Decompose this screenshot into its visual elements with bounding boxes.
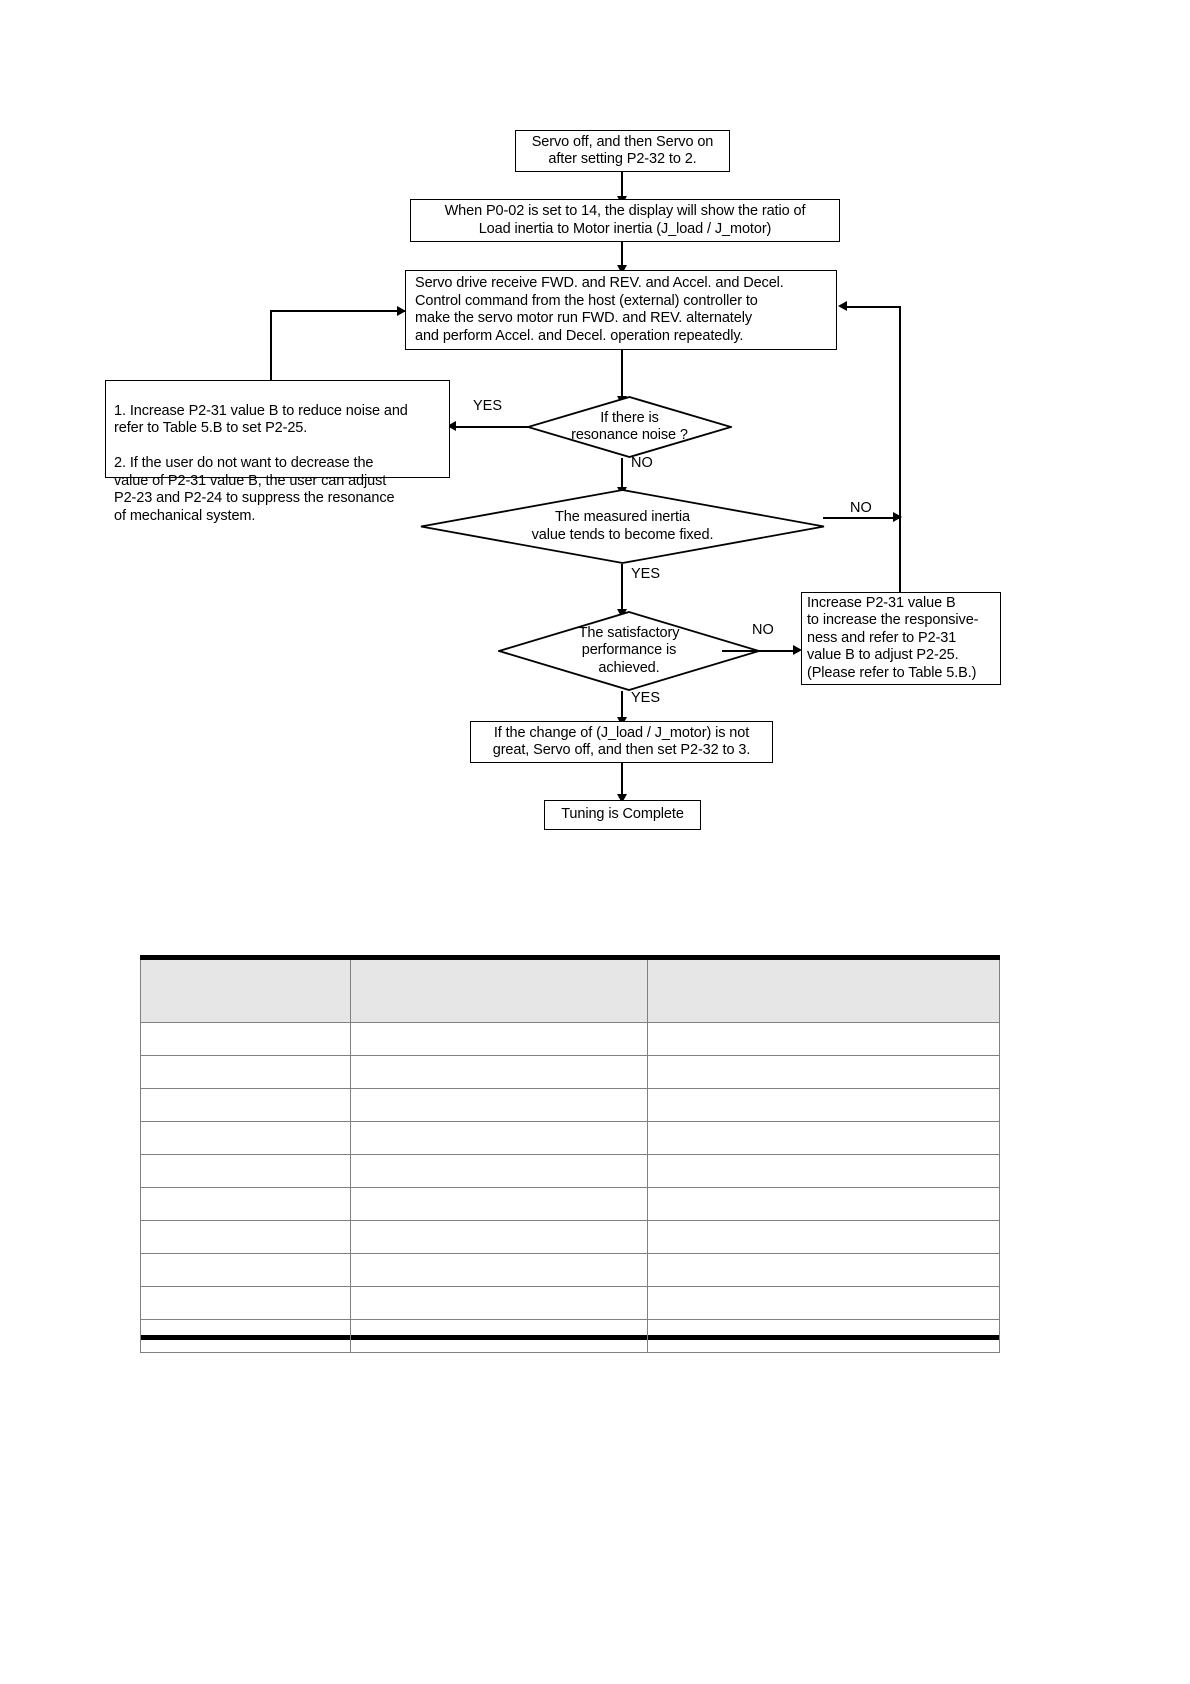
table-cell-r7-c0 xyxy=(139,1253,352,1287)
edge-label-resonance-no: NO xyxy=(631,455,653,471)
table-row xyxy=(139,1187,1001,1221)
flow-node-set-p232-3: If the change of (J_load / J_motor) is n… xyxy=(470,721,773,763)
connector-inertia-no-up xyxy=(899,307,901,518)
table-cell-r5-c2 xyxy=(646,1187,1001,1221)
table-row xyxy=(139,1286,1001,1320)
connector-inertia-no-into-drive xyxy=(845,306,901,308)
table-cell-r1-c2 xyxy=(646,1055,1001,1089)
table-cell-r7-c1 xyxy=(350,1253,648,1287)
table-cell-r1-c1 xyxy=(350,1055,648,1089)
flow-node-drive-receive: Servo drive receive FWD. and REV. and Ac… xyxy=(405,270,837,350)
flow-decision-resonance-label: If there is resonance noise ? xyxy=(571,409,688,444)
table-cell-r2-c2 xyxy=(646,1088,1001,1122)
table-cell-r9-c0 xyxy=(139,1319,352,1353)
table-row xyxy=(139,1088,1001,1122)
flow-note-item-2: 2. If the user do not want to decrease t… xyxy=(114,455,395,524)
arrowhead-set-to-complete xyxy=(617,794,627,803)
table-cell-r2-c0 xyxy=(139,1088,352,1122)
flow-decision-inertia-label: The measured inertia value tends to beco… xyxy=(531,509,714,543)
table-cell-r3-c2 xyxy=(646,1121,1001,1155)
table-cell-r4-c2 xyxy=(646,1154,1001,1188)
flow-decision-performance: The satisfactory performance is achieved… xyxy=(498,611,760,691)
connector-resonance-yes xyxy=(455,426,529,428)
flow-decision-performance-label: The satisfactory performance is achieved… xyxy=(578,624,680,676)
table-cell-r8-c2 xyxy=(646,1286,1001,1320)
spec-table-grid xyxy=(139,960,1001,1353)
arrowhead-resonance-yes xyxy=(447,421,456,431)
arrowhead-performance-no xyxy=(793,645,802,655)
table-cell-r1-c0 xyxy=(139,1055,352,1089)
table-cell-r0-c2 xyxy=(646,1022,1001,1056)
table-cell-r0-c0 xyxy=(139,1022,352,1056)
diamond-shape-performance xyxy=(498,611,760,691)
flow-decision-inertia: The measured inertia value tends to beco… xyxy=(420,489,825,564)
table-row xyxy=(139,1154,1001,1188)
flow-note-resonance-actions: 1. Increase P2-31 value B to reduce nois… xyxy=(105,380,450,524)
table-cell-r3-c0 xyxy=(139,1121,352,1155)
table-header-cell-2 xyxy=(646,960,1001,1023)
table-cell-r3-c1 xyxy=(350,1121,648,1155)
table-row xyxy=(139,1121,1001,1155)
table-row xyxy=(139,1022,1001,1056)
table-cell-r7-c2 xyxy=(646,1253,1001,1287)
connector-set-to-complete xyxy=(621,763,623,796)
arrowhead-inertia-no-into-drive xyxy=(838,301,847,311)
table-cell-r9-c2 xyxy=(646,1319,1001,1353)
table-cell-r4-c0 xyxy=(139,1154,352,1188)
arrowhead-notes-to-drive xyxy=(397,306,406,316)
spec-table xyxy=(139,955,1001,1353)
table-cell-r6-c1 xyxy=(350,1220,648,1254)
diamond-shape-resonance xyxy=(527,396,732,458)
spec-table-body xyxy=(139,960,1001,1353)
connector-performance-no xyxy=(722,650,799,652)
flow-node-tuning-complete: Tuning is Complete xyxy=(544,800,701,830)
connector-start-to-display xyxy=(621,172,623,198)
table-row xyxy=(139,1253,1001,1287)
connector-notes-to-drive xyxy=(270,310,405,312)
flow-decision-resonance: If there is resonance noise ? xyxy=(527,396,732,458)
edge-label-inertia-no: NO xyxy=(850,500,872,516)
table-row xyxy=(139,1220,1001,1254)
edge-label-performance-yes: YES xyxy=(631,690,661,706)
edge-label-inertia-yes: YES xyxy=(631,566,661,582)
table-row xyxy=(139,1319,1001,1353)
connector-drive-to-resonance xyxy=(621,350,623,398)
table-header-cell-1 xyxy=(350,960,648,1023)
connector-display-to-drive xyxy=(621,242,623,268)
connector-inertia-yes xyxy=(621,564,623,612)
edge-label-resonance-yes: YES xyxy=(473,398,503,414)
table-header-row xyxy=(139,960,1001,1023)
arrowhead-display-to-drive xyxy=(617,265,627,274)
connector-increase-up xyxy=(899,517,901,593)
flow-node-increase-responsiveness: Increase P2-31 value B to increase the r… xyxy=(801,592,1001,685)
connector-resonance-no xyxy=(621,458,623,490)
table-cell-r6-c2 xyxy=(646,1220,1001,1254)
table-cell-r0-c1 xyxy=(350,1022,648,1056)
table-cell-r2-c1 xyxy=(350,1088,648,1122)
table-cell-r4-c1 xyxy=(350,1154,648,1188)
flow-note-item-1: 1. Increase P2-31 value B to reduce nois… xyxy=(114,402,408,437)
connector-performance-yes xyxy=(621,691,623,719)
table-cell-r5-c0 xyxy=(139,1187,352,1221)
arrowhead-inertia-no xyxy=(893,512,902,522)
flow-node-start: Servo off, and then Servo on after setti… xyxy=(515,130,730,172)
table-row xyxy=(139,1055,1001,1089)
flow-node-display-ratio: When P0-02 is set to 14, the display wil… xyxy=(410,199,840,242)
table-top-rule xyxy=(140,955,1000,960)
connector-notes-up xyxy=(270,311,272,381)
table-cell-r6-c0 xyxy=(139,1220,352,1254)
table-cell-r5-c1 xyxy=(350,1187,648,1221)
table-cell-r8-c0 xyxy=(139,1286,352,1320)
diamond-shape-inertia xyxy=(420,489,825,564)
table-cell-r8-c1 xyxy=(350,1286,648,1320)
connector-inertia-no xyxy=(823,517,900,519)
table-cell-r9-c1 xyxy=(350,1319,648,1353)
edge-label-performance-no: NO xyxy=(752,622,774,638)
table-header-cell-0 xyxy=(139,960,352,1023)
